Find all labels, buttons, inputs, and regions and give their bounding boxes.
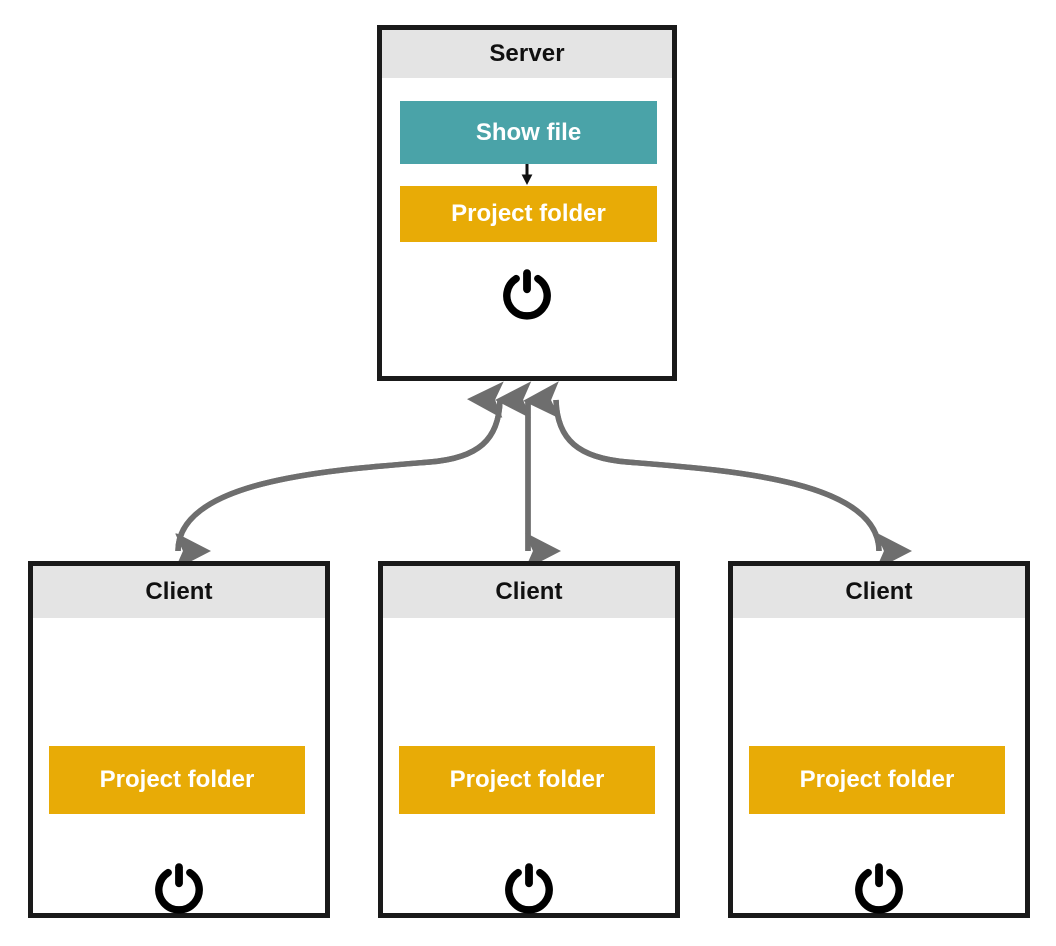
client-2-project-folder-bar[interactable]: Project folder — [399, 746, 655, 814]
client-1-project-folder-bar[interactable]: Project folder — [49, 746, 305, 814]
client-2-header-label: Client — [383, 566, 675, 618]
client-box-1[interactable]: Client Project folder — [28, 561, 330, 918]
client-3-project-folder-bar[interactable]: Project folder — [749, 746, 1005, 814]
server-show-file-label: Show file — [475, 118, 582, 146]
power-icon[interactable] — [499, 264, 555, 320]
arrow-down-icon — [521, 164, 533, 185]
connector-server-to-client1 — [178, 399, 503, 551]
client-box-2[interactable]: Client Project folder — [378, 561, 680, 918]
server-header-label: Server — [382, 30, 672, 78]
client-3-project-folder-label: Project folder — [799, 766, 955, 793]
connector-server-to-client3 — [553, 399, 879, 551]
power-icon[interactable] — [501, 858, 557, 914]
client-3-header-label: Client — [733, 566, 1025, 618]
power-icon[interactable] — [851, 858, 907, 914]
power-icon[interactable] — [151, 858, 207, 914]
server-box[interactable]: Server Show file Project folder — [377, 25, 677, 381]
server-show-file-bar[interactable]: Show file — [400, 101, 657, 164]
connector-client1-to-server — [175, 400, 500, 552]
client-2-project-folder-label: Project folder — [449, 766, 605, 793]
client-1-project-folder-label: Project folder — [99, 766, 255, 793]
server-project-folder-bar[interactable]: Project folder — [400, 186, 657, 242]
connector-client3-to-server — [556, 400, 882, 552]
client-1-header-label: Client — [33, 566, 325, 618]
client-box-3[interactable]: Client Project folder — [728, 561, 1030, 918]
server-project-folder-label: Project folder — [451, 200, 606, 227]
